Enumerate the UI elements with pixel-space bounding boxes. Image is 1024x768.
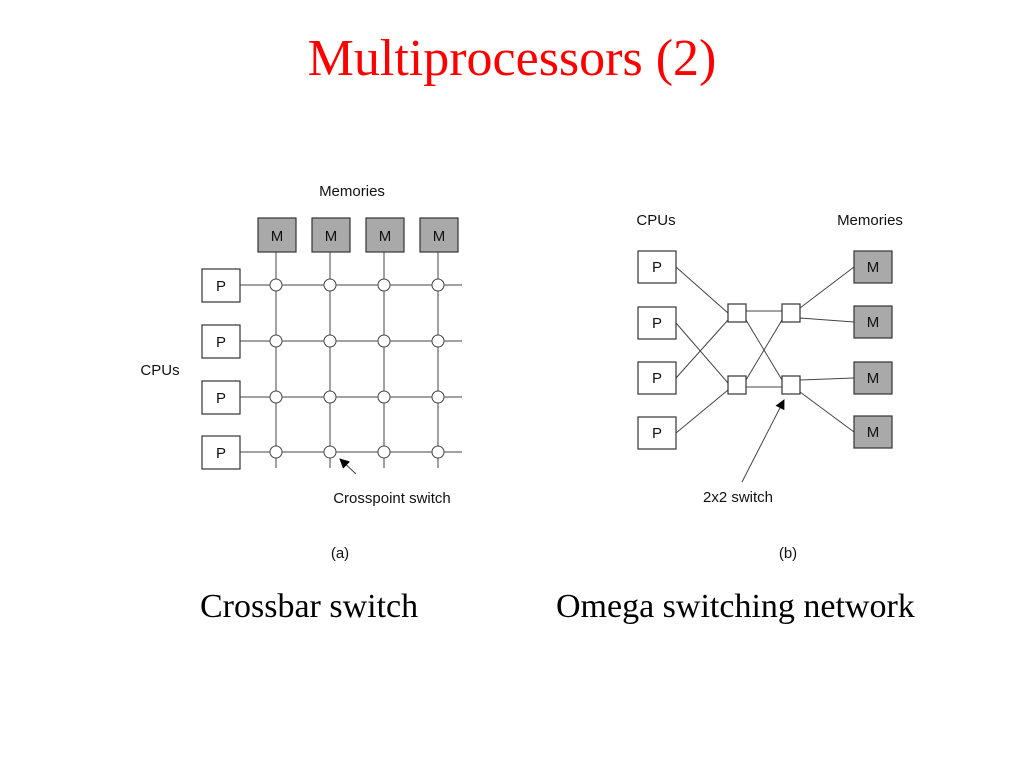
omega-switch xyxy=(727,303,747,323)
omega-switch xyxy=(781,303,801,323)
crosspoint-switch xyxy=(269,445,283,459)
memory-label: M xyxy=(433,228,446,245)
memory-label: M xyxy=(867,424,880,441)
crossbar-sublabel: (a) xyxy=(331,545,349,562)
crossbar-cpu: P xyxy=(201,324,241,359)
omega-caption: Omega switching network xyxy=(556,588,915,625)
memory-label: M xyxy=(271,228,284,245)
omega-diagram: CPUs Memories P P P xyxy=(636,212,903,562)
crossbar-memories-label: Memories xyxy=(319,183,385,200)
crosspoint-switch xyxy=(323,445,337,459)
crossbar-memory-module: M xyxy=(419,217,459,253)
omega-cpu: P xyxy=(637,250,677,284)
memory-label: M xyxy=(867,370,880,387)
crosspoint-switch xyxy=(431,445,445,459)
slide-title: Multiprocessors (2) xyxy=(307,30,717,87)
crosspoint-switch xyxy=(323,334,337,348)
cpu-label: P xyxy=(216,334,226,351)
omega-switch xyxy=(781,375,801,395)
crossbar-cpus-label: CPUs xyxy=(140,362,179,379)
cpu-label: P xyxy=(216,445,226,462)
omega-memory-module: M xyxy=(853,415,893,449)
crosspoint-switch xyxy=(377,278,391,292)
memory-label: M xyxy=(379,228,392,245)
cpu-label: P xyxy=(652,370,662,387)
crosspoint-switch xyxy=(323,390,337,404)
memory-label: M xyxy=(867,259,880,276)
omega-memory-module: M xyxy=(853,305,893,339)
switch-annotation: 2x2 switch xyxy=(703,489,773,506)
crosspoint-arrow xyxy=(339,458,357,475)
crossbar-caption: Crossbar switch xyxy=(200,588,419,625)
cpu-label: P xyxy=(216,390,226,407)
crosspoint-switch xyxy=(431,334,445,348)
crossbar-diagram: Memories CPUs M M M M xyxy=(140,183,462,562)
crossbar-cpu: P xyxy=(201,268,241,303)
crosspoint-switch xyxy=(377,334,391,348)
omega-cpu: P xyxy=(637,416,677,450)
crosspoint-switch xyxy=(377,390,391,404)
omega-sublabel: (b) xyxy=(779,545,797,562)
omega-memory-module: M xyxy=(853,361,893,395)
crosspoint-switch xyxy=(431,278,445,292)
crossbar-memory-module: M xyxy=(365,217,405,253)
crossbar-memory-module: M xyxy=(311,217,351,253)
crosspoint-switch xyxy=(323,278,337,292)
crossbar-cpu: P xyxy=(201,435,241,470)
omega-cpus-label: CPUs xyxy=(636,212,675,229)
omega-cpu: P xyxy=(637,361,677,395)
cpu-label: P xyxy=(652,425,662,442)
crosspoint-switch xyxy=(269,334,283,348)
omega-switch xyxy=(727,375,747,395)
memory-label: M xyxy=(325,228,338,245)
crosspoint-switch xyxy=(269,390,283,404)
crosspoint-switches xyxy=(269,278,445,459)
omega-memories-label: Memories xyxy=(837,212,903,229)
crosspoint-switch xyxy=(431,390,445,404)
cpu-label: P xyxy=(652,315,662,332)
crosspoint-annotation: Crosspoint switch xyxy=(333,490,451,507)
crossbar-memory-module: M xyxy=(257,217,297,253)
memory-label: M xyxy=(867,314,880,331)
switch-arrow xyxy=(741,399,785,483)
cpu-label: P xyxy=(652,259,662,276)
crosspoint-switch xyxy=(269,278,283,292)
crosspoint-switch xyxy=(377,445,391,459)
crossbar-cpu: P xyxy=(201,380,241,415)
omega-cpu: P xyxy=(637,306,677,340)
omega-memory-module: M xyxy=(853,250,893,284)
cpu-label: P xyxy=(216,278,226,295)
